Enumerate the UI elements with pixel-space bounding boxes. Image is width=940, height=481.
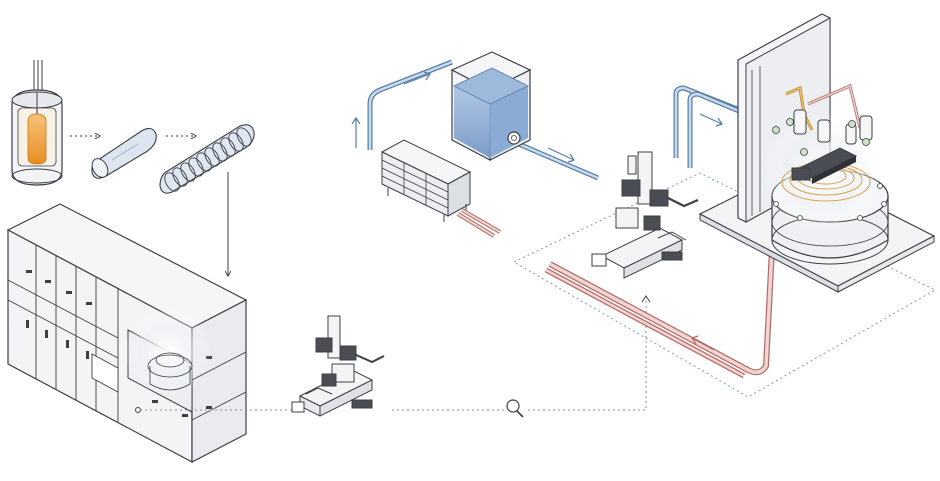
process-chamber-icon (698, 13, 936, 293)
wafer-stack-icon (159, 124, 255, 194)
valve-manifold-icon (291, 315, 385, 417)
cylinder-vessel-icon (11, 60, 63, 186)
ingot-icon (91, 127, 157, 179)
coolant-loop-pipes (367, 59, 781, 181)
return-flow-arrow (691, 335, 715, 351)
coolant-flow-arrows (351, 71, 723, 163)
detail-link-right (528, 300, 647, 411)
chiller-icon (380, 139, 472, 222)
valve-manifold-installed-icon (591, 151, 699, 279)
tool-cabinet-icon (6, 203, 248, 463)
detail-link-arrowhead (641, 295, 651, 303)
magnifier-icon (506, 399, 524, 418)
reservoir-tank-icon (450, 51, 532, 161)
chiller-return-pipes (456, 208, 502, 238)
